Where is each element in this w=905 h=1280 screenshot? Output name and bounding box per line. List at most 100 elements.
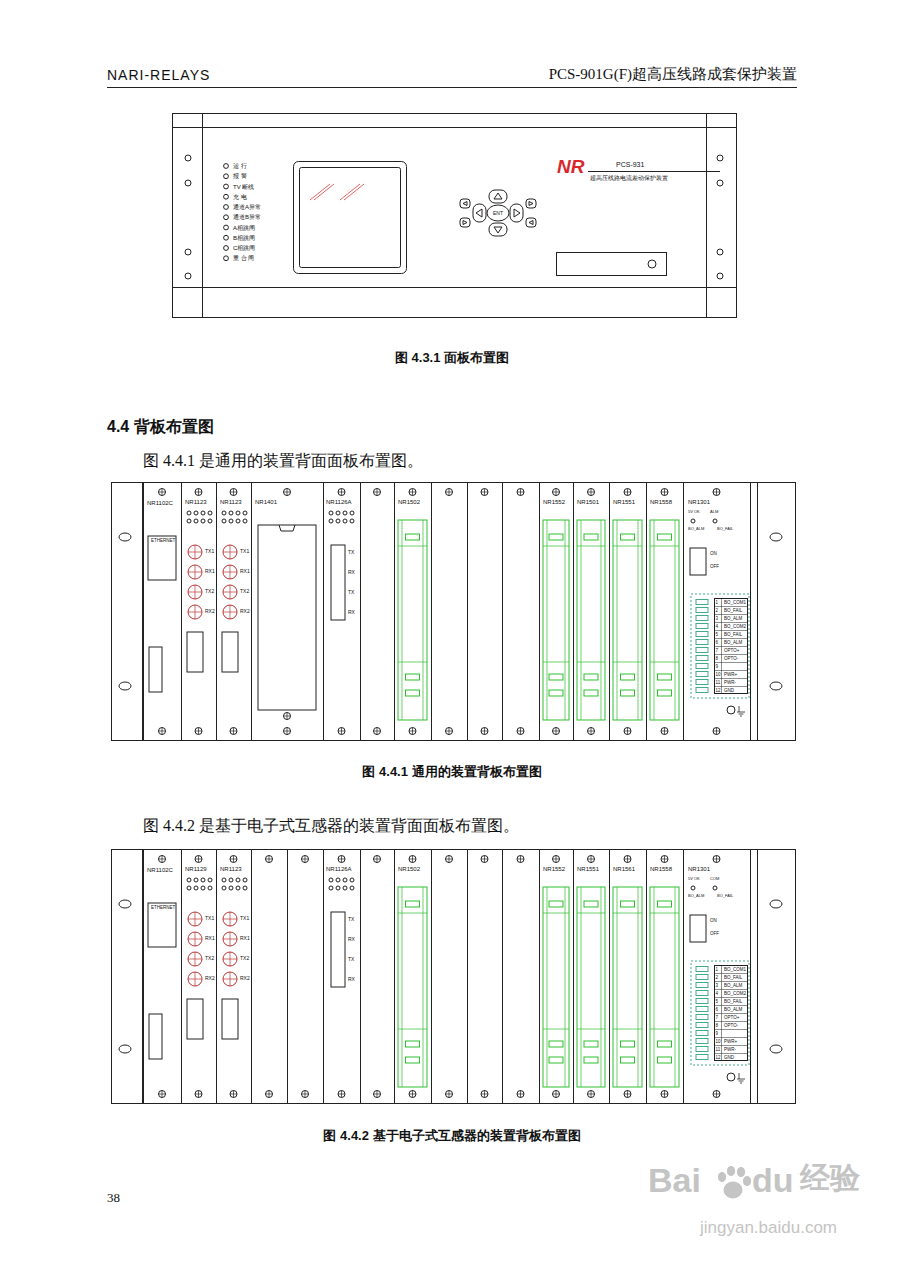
line-art — [613, 546, 642, 547]
port-label: TX2 — [205, 956, 214, 961]
terminal-row — [714, 614, 748, 615]
screw — [517, 489, 524, 496]
ground-stud — [727, 1073, 735, 1081]
led — [201, 519, 205, 523]
page-number: 38 — [107, 1191, 120, 1204]
line-art — [650, 913, 679, 914]
screw — [338, 728, 345, 735]
screw — [449, 1091, 450, 1098]
port-label: ETHERNET — [151, 906, 175, 911]
fiber-port — [230, 585, 231, 599]
terminal-row — [714, 646, 748, 647]
line-art — [423, 520, 424, 720]
ground-symbol — [737, 1079, 745, 1080]
led — [329, 519, 333, 523]
screw — [553, 1091, 560, 1098]
terminal — [584, 674, 598, 680]
pin-number: 6 — [716, 1008, 719, 1013]
led — [224, 164, 229, 169]
led — [343, 519, 347, 523]
ct-pt-module — [613, 520, 642, 720]
slot-edge — [539, 849, 540, 1103]
screw — [520, 856, 521, 863]
card-name: NR1102C — [147, 500, 173, 506]
led — [208, 886, 212, 890]
screw — [341, 856, 342, 863]
pin-number: 3 — [716, 984, 719, 989]
led — [229, 511, 233, 515]
pin-number: 7 — [716, 1016, 719, 1021]
led-label: 通道A异常 — [233, 204, 261, 210]
port-label: RX — [348, 977, 355, 982]
screw — [591, 1091, 592, 1098]
screw — [449, 489, 450, 496]
watermark-paw — [738, 1168, 745, 1177]
led — [222, 519, 226, 523]
mount-hole — [185, 180, 191, 186]
screw — [713, 1091, 720, 1098]
card-name: NR1123 — [185, 499, 207, 505]
ethernet-port — [148, 536, 176, 580]
slot-edge — [360, 482, 361, 740]
screw — [284, 713, 291, 720]
screw — [162, 856, 163, 863]
model-name: PCS-931 — [616, 161, 644, 168]
product-name: 超高压线路电流差动保护装置 — [590, 175, 668, 181]
screw — [409, 856, 416, 863]
card-name: NR1551 — [577, 866, 599, 872]
line-art — [398, 662, 427, 663]
screw — [556, 728, 557, 735]
terminal-hole — [696, 991, 708, 996]
port-label: RX — [348, 570, 355, 575]
line-art — [654, 887, 655, 1087]
led — [194, 878, 198, 882]
line-art — [601, 887, 602, 1087]
led-label: 充 电 — [233, 194, 247, 200]
card-name: NR1502 — [398, 866, 420, 872]
line-art — [142, 849, 143, 1103]
pin-name: BO_FAIL — [724, 633, 742, 638]
screw — [556, 856, 557, 863]
led-label: 报 警 — [233, 173, 247, 179]
port-label: 5V OK — [688, 510, 700, 514]
port — [331, 545, 345, 620]
screw — [195, 728, 202, 735]
led — [350, 519, 354, 523]
screw — [588, 1091, 595, 1098]
terminal-row — [714, 678, 748, 679]
screw — [624, 1091, 631, 1098]
terminal-hole — [696, 1007, 708, 1012]
terminal-row — [714, 1021, 748, 1022]
line-art — [750, 849, 751, 1103]
led — [201, 511, 205, 515]
terminal — [584, 1057, 598, 1063]
line-art — [577, 913, 605, 914]
port-label: OFF — [710, 565, 719, 570]
port-label: TX — [348, 550, 354, 555]
pin-name: BO_ALM — [724, 984, 742, 989]
screw — [520, 1091, 521, 1098]
port-label: TX1 — [205, 549, 214, 554]
screw — [284, 728, 291, 735]
port-label: TX — [348, 957, 354, 962]
line-art — [757, 849, 758, 1103]
fiber-port — [223, 565, 237, 579]
line-art — [423, 887, 424, 1087]
led — [336, 878, 340, 882]
screw — [553, 489, 560, 496]
slot-edge — [609, 849, 610, 1103]
slot-edge — [646, 849, 647, 1103]
ct-pt-module — [577, 887, 605, 1087]
line-art — [543, 662, 569, 663]
slot-edge — [683, 482, 684, 740]
screw — [484, 1091, 485, 1098]
port-label: BO_FAIL — [717, 527, 733, 531]
fiber-port — [223, 585, 237, 599]
line-art — [547, 520, 548, 720]
terminal — [406, 534, 420, 540]
screw — [230, 1091, 237, 1098]
port-label: ETHERNET — [151, 539, 175, 544]
ethernet-port — [148, 903, 176, 947]
terminal — [549, 1057, 563, 1063]
plug-in-card: NR1552 — [539, 482, 573, 740]
